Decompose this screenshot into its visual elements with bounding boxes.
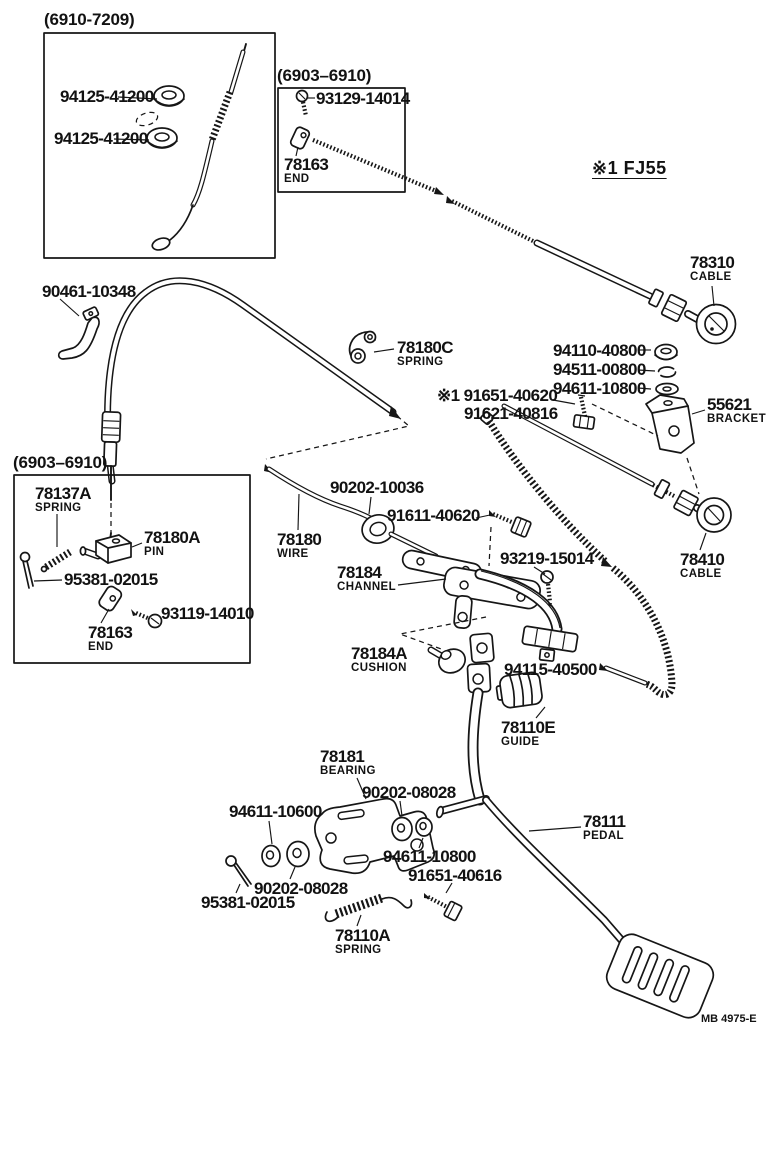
cable-78310-assembly xyxy=(312,138,737,345)
fastener-column xyxy=(654,343,679,396)
bolt-91651-40616 xyxy=(424,893,463,922)
cotter-pin-95381 xyxy=(19,551,34,589)
spring-78110a xyxy=(324,893,413,923)
inset-box-6903-6910-upper xyxy=(277,87,406,193)
grommet-90202-10036 xyxy=(361,514,395,544)
end-fitting-78163 xyxy=(98,585,123,612)
inset-box-6910-7209 xyxy=(43,32,276,259)
bolt-91611-40620 xyxy=(489,510,532,538)
cable-78410-assembly xyxy=(479,403,732,699)
guide-78110e xyxy=(495,671,543,709)
spring-clip-78180c xyxy=(348,330,377,364)
cushion-78184a xyxy=(427,646,467,674)
leader-lines xyxy=(33,96,715,927)
assembly-dashed-lines xyxy=(265,403,700,651)
channel-78184-assembly xyxy=(388,531,579,662)
wire-78180 xyxy=(264,464,379,524)
pivot-hardware xyxy=(225,816,433,887)
screw-93119 xyxy=(131,609,163,629)
bracket-55621 xyxy=(645,394,695,454)
cable-clamp-90461 xyxy=(57,306,100,360)
bearing-78181 xyxy=(314,797,436,875)
bolt-91651-40620 xyxy=(572,394,596,430)
pedal-78111-assembly xyxy=(435,632,715,1019)
inset-box-6903-6910-lower xyxy=(13,474,251,664)
throttle-cable-arc xyxy=(100,277,401,542)
pin-78180a xyxy=(79,534,132,564)
